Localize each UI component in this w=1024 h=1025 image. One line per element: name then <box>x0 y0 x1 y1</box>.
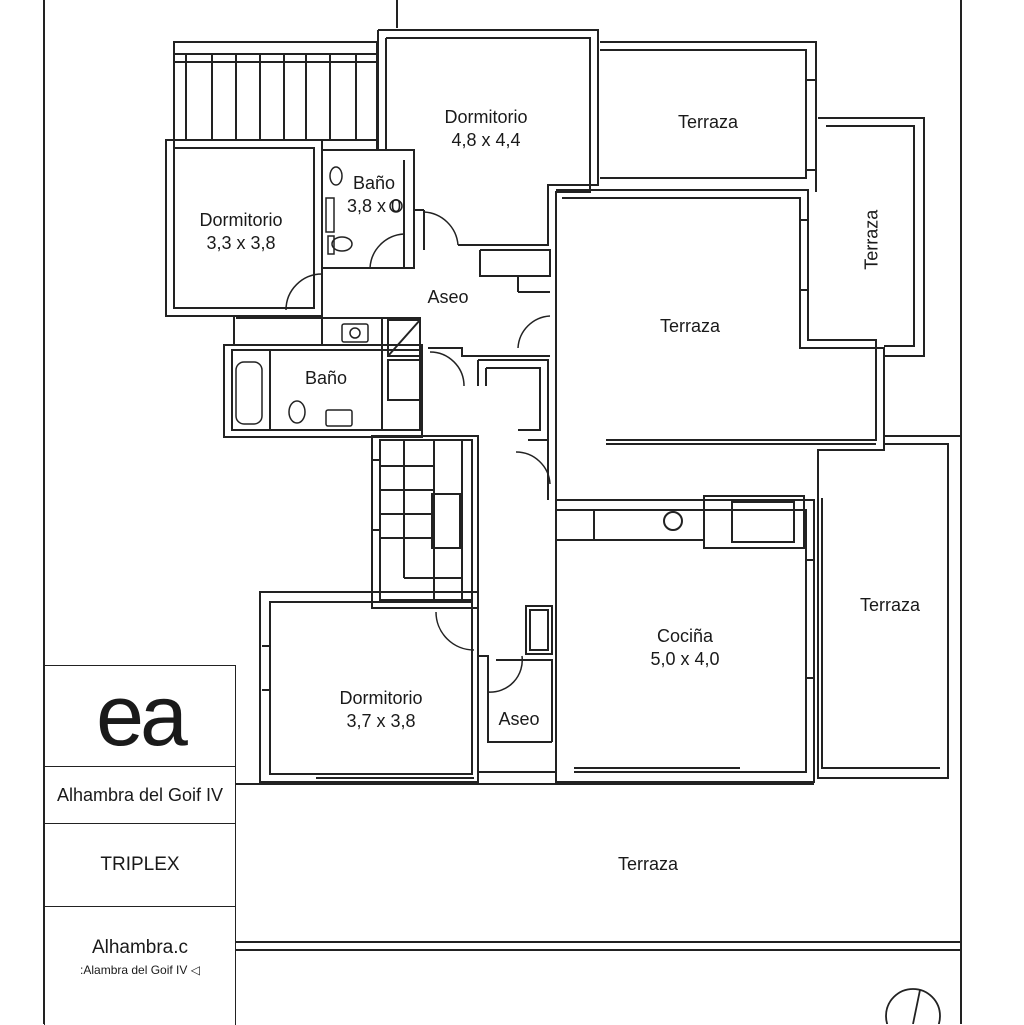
room-name: Terraza <box>861 209 882 270</box>
wall-aseo-bottom <box>477 605 556 773</box>
sheet-border <box>43 0 962 1024</box>
contact-block: Alhambra.c :Alambra del Goif IV ◁ <box>45 907 235 1025</box>
wall-dorm-bottom <box>259 591 479 783</box>
room-name: Terraza <box>659 316 721 336</box>
label-aseo-hall: Aseo <box>408 286 488 309</box>
wall-dorm-top <box>377 29 599 252</box>
label-dorm-left: Dormitorio 3,3 x 3,8 <box>178 209 304 256</box>
room-name: Terraza <box>859 595 921 615</box>
title-block: ea Alhambra del Goif IV TRIPLEX Alhambra… <box>44 665 236 1025</box>
room-dims: 5,0 x 4,0 <box>650 649 720 670</box>
door-swings <box>285 211 551 693</box>
project-name: Alhambra del Goif IV <box>45 767 235 824</box>
pergola <box>173 41 378 141</box>
label-bano-mid: Baño <box>286 367 366 390</box>
room-name: Aseo <box>427 287 469 307</box>
room-dims: 4,8 x 4,4 <box>451 130 521 151</box>
contact-subtitle: :Alambra del Goif IV ◁ <box>80 963 200 977</box>
contact-name: Alhambra.c <box>91 937 189 958</box>
terraza-bottom-lines <box>234 783 960 951</box>
wall-terraza-mid <box>556 189 885 498</box>
fixtures-bano-top <box>325 166 403 255</box>
room-name: Aseo <box>498 709 540 729</box>
label-terraza-top: Terraza <box>648 111 768 134</box>
label-terraza-mid: Terraza <box>630 315 750 338</box>
wall-terraza-top <box>600 41 817 192</box>
room-dims: 3,7 x 3,8 <box>346 711 416 732</box>
label-dorm-bottom: Dormitorio 3,7 x 3,8 <box>316 687 446 734</box>
room-name: Terraza <box>677 112 739 132</box>
label-terraza-right: Terraza <box>860 194 883 286</box>
fixtures-bano-mid <box>235 323 369 427</box>
room-name: Dormitorio <box>339 688 423 708</box>
wall-cocina <box>555 495 815 783</box>
room-name: Dormitorio <box>199 210 283 230</box>
label-aseo-bottom: Aseo <box>486 708 552 731</box>
room-name: Baño <box>352 173 396 193</box>
label-terraza-east: Terraza <box>830 594 950 617</box>
label-cocina: Cociña 5,0 x 4,0 <box>625 625 745 672</box>
wall-terraza-east <box>817 435 960 779</box>
logo: ea <box>45 666 235 767</box>
wall-terraza-right <box>818 117 925 357</box>
wall-bano-top <box>321 149 425 269</box>
room-name: Baño <box>304 368 348 388</box>
north-arrow-icon <box>885 988 941 1024</box>
room-name: Cociña <box>656 626 714 646</box>
property-type: TRIPLEX <box>45 824 235 907</box>
label-bano-top: Baño 3,8 x 0 <box>336 172 412 219</box>
room-dims: 3,3 x 3,8 <box>206 233 276 254</box>
room-name: Dormitorio <box>444 107 528 127</box>
room-dims: 3,8 x 0 <box>346 196 402 217</box>
wall-bano-mid <box>223 318 423 438</box>
label-terraza-bottom: Terraza <box>588 853 708 876</box>
label-dorm-top: Dormitorio 4,8 x 4,4 <box>416 106 556 153</box>
room-name: Terraza <box>617 854 679 874</box>
wall-hall <box>236 249 557 500</box>
staircase <box>371 435 479 609</box>
